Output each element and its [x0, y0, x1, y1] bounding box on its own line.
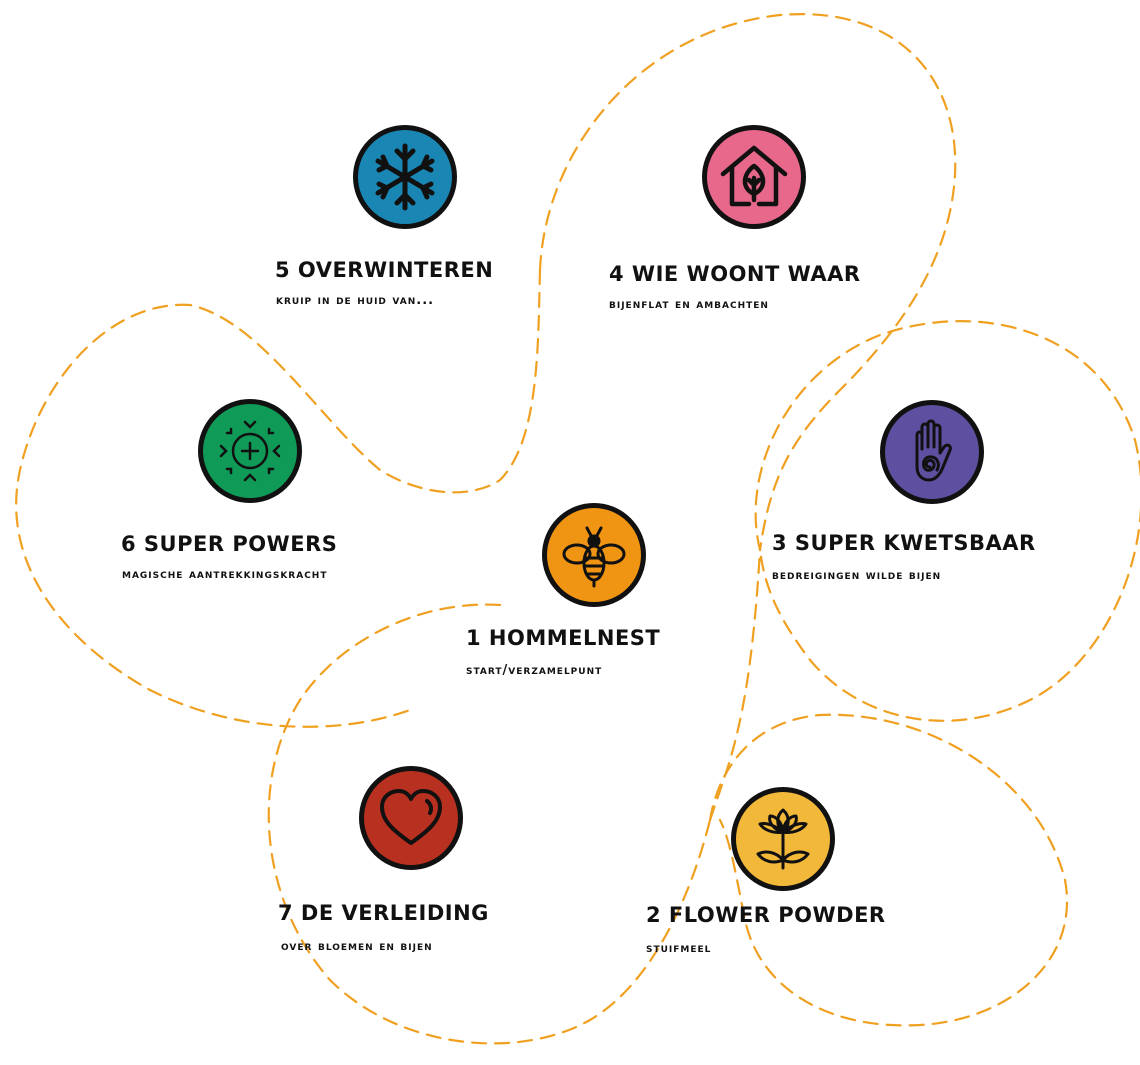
- station-subtitle: magische aantrekkingskracht: [122, 567, 328, 582]
- station-subtitle: bedreigingen wilde bijen: [772, 568, 942, 583]
- trail-loop-west: [15, 303, 412, 728]
- station-title: 3 SUPER KWETSBAAR: [772, 531, 1036, 555]
- bee-badge[interactable]: [542, 503, 646, 607]
- target-badge[interactable]: [198, 399, 302, 503]
- trail-loop-southwest: [267, 603, 712, 1045]
- station-title: 4 WIE WOONT WAAR: [609, 262, 861, 286]
- house-leaf-icon: [720, 145, 788, 207]
- trail-loop-east: [754, 320, 1140, 722]
- station-title: 5 OVERWINTEREN: [275, 258, 494, 282]
- station-title: 6 SUPER POWERS: [121, 532, 338, 556]
- trail-loop-north: [538, 13, 957, 552]
- station-title: 2 FLOWER POWDER: [646, 903, 886, 927]
- station-subtitle: bijenflat en ambachten: [609, 297, 769, 312]
- house-leaf-badge[interactable]: [702, 125, 806, 229]
- station-title: 7 DE VERLEIDING: [278, 901, 489, 925]
- trail-loop-north-inner: [188, 268, 542, 494]
- trail-center: [708, 548, 762, 822]
- station-subtitle: over bloemen en bijen: [281, 939, 433, 954]
- snowflake-icon: [375, 143, 435, 211]
- hand-badge[interactable]: [880, 400, 984, 504]
- flower-badge[interactable]: [731, 787, 835, 891]
- bee-icon: [562, 526, 626, 588]
- hand-icon: [915, 419, 952, 482]
- target-icon: [219, 420, 281, 482]
- trail-loop-southeast: [708, 713, 1068, 1027]
- station-subtitle: stuifmeel: [646, 941, 712, 956]
- heart-badge[interactable]: [359, 766, 463, 870]
- station-subtitle: kruip in de huid van...: [276, 293, 435, 308]
- heart-icon: [380, 789, 442, 845]
- flower-icon: [756, 808, 810, 870]
- snowflake-badge[interactable]: [353, 125, 457, 229]
- station-subtitle: start/verzamelpunt: [466, 663, 603, 678]
- station-title: 1 HOMMELNEST: [466, 626, 661, 650]
